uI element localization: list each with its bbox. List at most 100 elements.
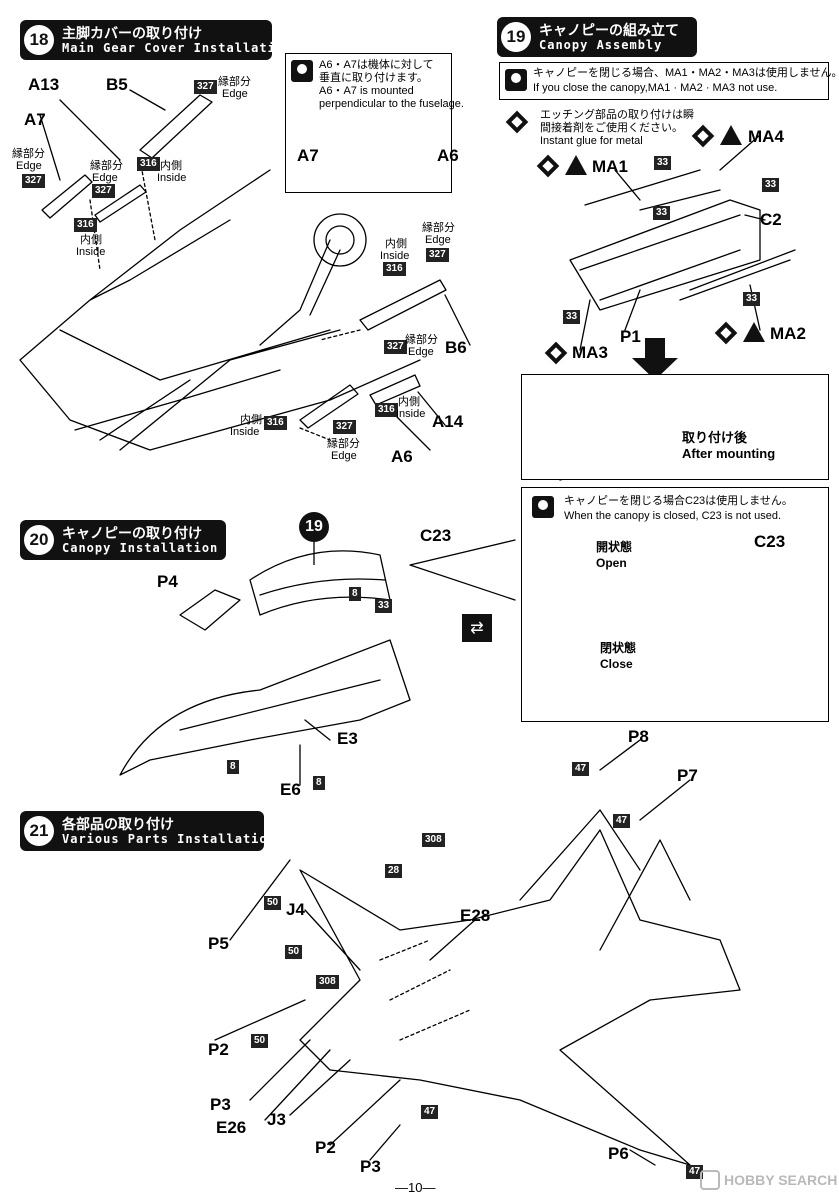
watermark: HOBBY SEARCH — [700, 1170, 837, 1190]
callout-316: 316 — [383, 262, 406, 276]
step-title-ja: キャノピーの取り付け — [62, 524, 202, 541]
label-MA2: MA2 — [770, 324, 806, 343]
panel-P4 — [179, 589, 241, 631]
edge-en: Edge — [222, 88, 248, 100]
tails — [519, 809, 691, 951]
callout-327: 327 — [333, 420, 356, 434]
nose-20 — [119, 639, 411, 776]
step-21-banner: 21 各部品の取り付け Various Parts Installation — [20, 811, 275, 851]
direction-arrows-icon: ⇄ — [462, 614, 492, 642]
step-19-banner: 19 キャノピーの組み立て Canopy Assembly — [497, 17, 697, 57]
edge-ja: 縁部分 — [405, 334, 438, 346]
etching-ja-line1: エッチング部品の取り付けは瞬 — [540, 109, 694, 121]
callout-28: 28 — [385, 864, 403, 878]
label-MA3: MA3 — [572, 343, 608, 362]
after-mounting-box: 取り付け後 After mounting — [521, 374, 829, 480]
inside-en: Inside — [396, 408, 426, 420]
callout-33: 33 — [654, 156, 672, 170]
canopy-state-box: キャノピーを閉じる場合C23は使用しません。 When the canopy i… — [521, 487, 829, 722]
callout-47: 47 — [613, 814, 631, 828]
callout-50: 50 — [251, 1034, 269, 1048]
leaders — [39, 89, 766, 1166]
note-en: If you close the canopy,MA1 · MA2 · MA3 … — [533, 82, 778, 94]
canopy-frame — [569, 199, 761, 311]
callout-316: 316 — [137, 157, 160, 171]
cover-B5 — [139, 94, 213, 159]
label-B6: B6 — [445, 338, 467, 357]
inside-en: Inside — [230, 426, 260, 438]
step-title-en: Main Gear Cover Installation — [62, 40, 293, 55]
open-en: Open — [596, 556, 627, 570]
etching-triangle-icon — [565, 155, 587, 175]
label-E26: E26 — [216, 1118, 247, 1137]
step-number: 21 — [24, 816, 54, 846]
callout-33: 33 — [743, 292, 761, 306]
step-number: 20 — [24, 525, 54, 555]
cover-A6 — [299, 384, 359, 429]
closed-en: Close — [600, 657, 633, 671]
callout-327: 327 — [92, 184, 115, 198]
etching-triangle-icon — [743, 322, 765, 342]
alert-icon — [291, 60, 313, 82]
cover-A7-left — [41, 174, 93, 219]
label-P5: P5 — [208, 934, 229, 953]
rear-fuselage — [299, 829, 741, 1166]
inside-ja: 内側 — [240, 414, 262, 426]
callout-47: 47 — [572, 762, 590, 776]
callout-33: 33 — [563, 310, 581, 324]
callout-47: 47 — [421, 1105, 439, 1119]
callout-327: 327 — [426, 248, 449, 262]
edge-ja: 縁部分 — [90, 160, 123, 172]
callout-47: 47 — [686, 1165, 704, 1179]
etching-ja-line2: 間接着剤をご使用ください。 — [540, 122, 683, 134]
callout-316: 316 — [375, 403, 398, 417]
label-P7: P7 — [677, 766, 698, 785]
label-MA4: MA4 — [748, 127, 784, 146]
inside-ja: 内側 — [385, 238, 407, 250]
open-ja: 開状態 — [596, 540, 633, 554]
label-C23-inset: C23 — [754, 532, 786, 551]
after-en: After mounting — [682, 446, 776, 461]
callout-50: 50 — [285, 945, 303, 959]
inside-en: Inside — [157, 172, 187, 184]
label-P3: P3 — [360, 1157, 381, 1176]
step-title-en: Canopy Installation — [62, 540, 219, 555]
inside-ja: 内側 — [160, 160, 182, 172]
edge-en: Edge — [408, 346, 434, 358]
closed-ja: 閉状態 — [600, 641, 637, 655]
cover-B6 — [359, 279, 447, 331]
canopy-strips — [584, 169, 796, 301]
callout-33: 33 — [653, 206, 671, 220]
callout-308: 308 — [422, 833, 445, 847]
callout-33: 33 — [375, 599, 393, 613]
step-number: 18 — [24, 25, 54, 55]
label-P1: P1 — [620, 327, 641, 346]
callout-33: 33 — [762, 178, 780, 192]
label-P2: P2 — [208, 1040, 229, 1059]
hobbysearch-logo-icon — [700, 1170, 720, 1190]
edge-ja: 縁部分 — [327, 438, 360, 450]
callout-327: 327 — [22, 174, 45, 188]
edge-ja: 縁部分 — [12, 148, 45, 160]
callout-8: 8 — [349, 587, 361, 601]
gear-leg — [259, 239, 341, 346]
label-A13: A13 — [28, 75, 60, 94]
edge-en: Edge — [331, 450, 357, 462]
step-title-ja: 各部品の取り付け — [62, 815, 174, 832]
callout-316: 316 — [264, 416, 287, 430]
callout-50: 50 — [264, 896, 282, 910]
note-en-line2: perpendicular to the fuselage. — [319, 98, 464, 110]
label-P6: P6 — [608, 1144, 629, 1163]
callout-316: 316 — [74, 218, 97, 232]
step-title-en: Canopy Assembly — [539, 37, 663, 52]
label-J3: J3 — [267, 1110, 286, 1129]
step-number: 19 — [501, 22, 531, 52]
edge-ja: 縁部分 — [422, 222, 455, 234]
note-ja: キャノピーを閉じる場合、MA1・MA2・MA3は使用しません。 — [533, 67, 839, 79]
after-ja: 取り付け後 — [682, 430, 748, 445]
watermark-text: HOBBY SEARCH — [724, 1172, 838, 1188]
callout-8: 8 — [227, 760, 239, 774]
callout-327: 327 — [384, 340, 407, 354]
inside-ja: 内側 — [80, 234, 102, 246]
label-P3: P3 — [210, 1095, 231, 1114]
